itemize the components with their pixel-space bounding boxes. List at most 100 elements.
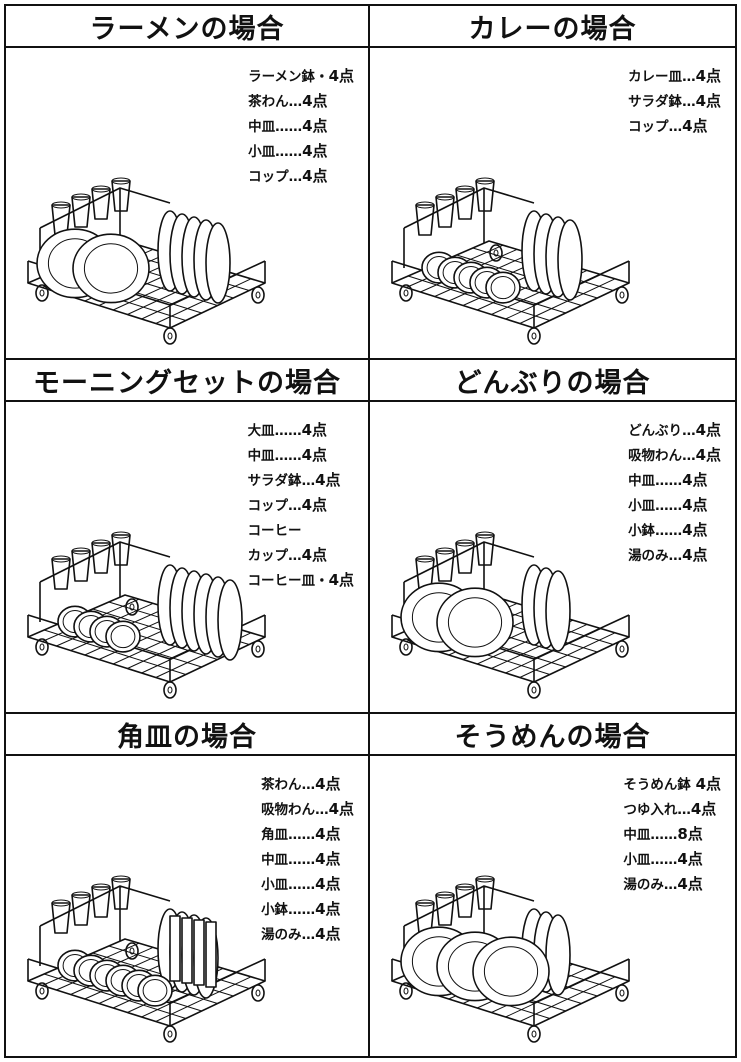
list-item: コップ…4点: [248, 493, 354, 518]
cup: [51, 899, 71, 907]
item-separator: ……: [274, 448, 302, 464]
list-item: 小皿……4点: [623, 847, 721, 872]
item-separator: …: [682, 69, 696, 85]
item-list: 茶わん…4点吸物わん…4点角皿……4点中皿……4点小皿……4点小鉢……4点湯のみ…: [261, 772, 354, 947]
item-separator: ……: [275, 119, 303, 135]
item-quantity: 4点: [315, 875, 341, 893]
cup: [71, 891, 91, 899]
item-name: 茶わん: [248, 94, 289, 110]
list-item: 湯のみ…4点: [261, 922, 354, 947]
item-quantity: 4点: [690, 800, 717, 818]
list-item: 湯のみ…4点: [628, 543, 721, 568]
rack-wheel: [167, 686, 173, 694]
dish-rack-illustration: [391, 177, 630, 345]
cup: [71, 193, 91, 201]
item-separator: ……: [274, 423, 302, 439]
item-name: 中皿: [628, 473, 656, 489]
rack-wheel: [403, 289, 409, 297]
rack-wheel: [163, 327, 177, 345]
item-separator: …: [668, 548, 683, 564]
cup: [415, 899, 435, 907]
cup: [111, 531, 131, 539]
list-item: 角皿……4点: [261, 822, 354, 847]
cup: [91, 185, 111, 193]
item-quantity: 4点: [315, 471, 341, 489]
item-separator: …: [682, 448, 696, 464]
item-separator: ……: [655, 498, 683, 514]
item-quantity: 4点: [695, 67, 721, 85]
list-item: 吸物わん…4点: [628, 443, 721, 468]
rack-wheel: [39, 987, 45, 995]
square-plate: [205, 921, 217, 988]
item-quantity: 4点: [315, 825, 341, 843]
rack-wheel: [403, 987, 409, 995]
item-name: カップ: [247, 548, 289, 564]
list-item: そうめん鉢 4点: [623, 772, 721, 797]
panel-morning-set: モーニングセットの場合 大皿……4点中皿……4点サラダ鉢…4点コップ…4点コーヒ…: [6, 360, 370, 714]
item-quantity: 4点: [328, 67, 354, 85]
item-separator: ……: [650, 827, 678, 843]
panel-title: そうめんの場合: [370, 714, 735, 756]
item-separator: ……: [288, 902, 316, 918]
list-item: どんぶり…4点: [628, 418, 721, 443]
list-item: 茶わん…4点: [261, 772, 354, 797]
item-quantity: 4点: [315, 900, 341, 918]
item-quantity: 4点: [695, 775, 721, 793]
cup: [51, 558, 71, 590]
item-name: 小皿: [623, 852, 651, 868]
item-separator: …: [668, 119, 683, 135]
item-name: そうめん鉢: [623, 777, 691, 793]
rack-wheel: [399, 982, 413, 1000]
item-name: ラーメン鉢: [248, 69, 316, 85]
item-separator: ……: [288, 827, 316, 843]
list-item: 中皿……4点: [248, 443, 354, 468]
dish-rack-illustration: [27, 531, 266, 699]
panel-somen: そうめんの場合 そうめん鉢 4点つゆ入れ…4点中皿……8点小皿……4点湯のみ…4…: [370, 714, 735, 1056]
item-name: 中皿: [248, 119, 276, 135]
list-item: 中皿……4点: [248, 114, 354, 139]
panel-title: どんぶりの場合: [370, 360, 735, 402]
item-name: つゆ入れ: [623, 802, 678, 818]
item-list: ラーメン鉢・4点茶わん…4点中皿……4点小皿……4点コップ…4点: [248, 64, 354, 189]
item-separator: ・: [315, 573, 329, 589]
item-separator: …: [301, 777, 316, 793]
item-quantity: 4点: [315, 925, 341, 943]
list-item: ラーメン鉢・4点: [248, 64, 354, 89]
list-item: 小皿……4点: [248, 139, 354, 164]
item-quantity: 4点: [682, 117, 708, 135]
list-item: コーヒー皿・4点: [248, 568, 354, 593]
item-name: 茶わん: [261, 777, 302, 793]
cup: [455, 542, 475, 574]
item-name: 中皿: [247, 448, 275, 464]
cup: [91, 883, 111, 891]
item-separator: ……: [655, 473, 683, 489]
list-item: 吸物わん…4点: [261, 797, 354, 822]
rack-wheel: [129, 603, 135, 611]
dish-rack-illustration: [27, 875, 266, 1043]
rack-wheel: [619, 291, 625, 299]
rack-wheel: [615, 984, 629, 1002]
item-quantity: 4点: [682, 496, 708, 514]
cup: [435, 547, 455, 555]
rack-wire: [408, 275, 550, 321]
cup: [475, 177, 495, 185]
rack-wheel: [125, 942, 139, 960]
bowl: [490, 276, 516, 300]
item-quantity: 4点: [301, 446, 327, 464]
list-item: 小皿……4点: [261, 872, 354, 897]
cup: [455, 539, 475, 547]
rack-wheel: [35, 284, 49, 302]
plate: [205, 222, 231, 304]
item-separator: …: [677, 802, 691, 818]
rack-wheel: [251, 640, 265, 658]
rack-wheel: [125, 598, 139, 616]
square-plate: [169, 915, 181, 982]
cup: [51, 902, 71, 934]
item-name: 小鉢: [628, 523, 656, 539]
rack-frame: [403, 187, 535, 268]
rack-wheel: [615, 286, 629, 304]
item-separator: …: [682, 423, 696, 439]
list-item: サラダ鉢…4点: [628, 89, 721, 114]
cup: [415, 201, 435, 209]
item-list: そうめん鉢 4点つゆ入れ…4点中皿……8点小皿……4点湯のみ…4点: [623, 772, 721, 897]
